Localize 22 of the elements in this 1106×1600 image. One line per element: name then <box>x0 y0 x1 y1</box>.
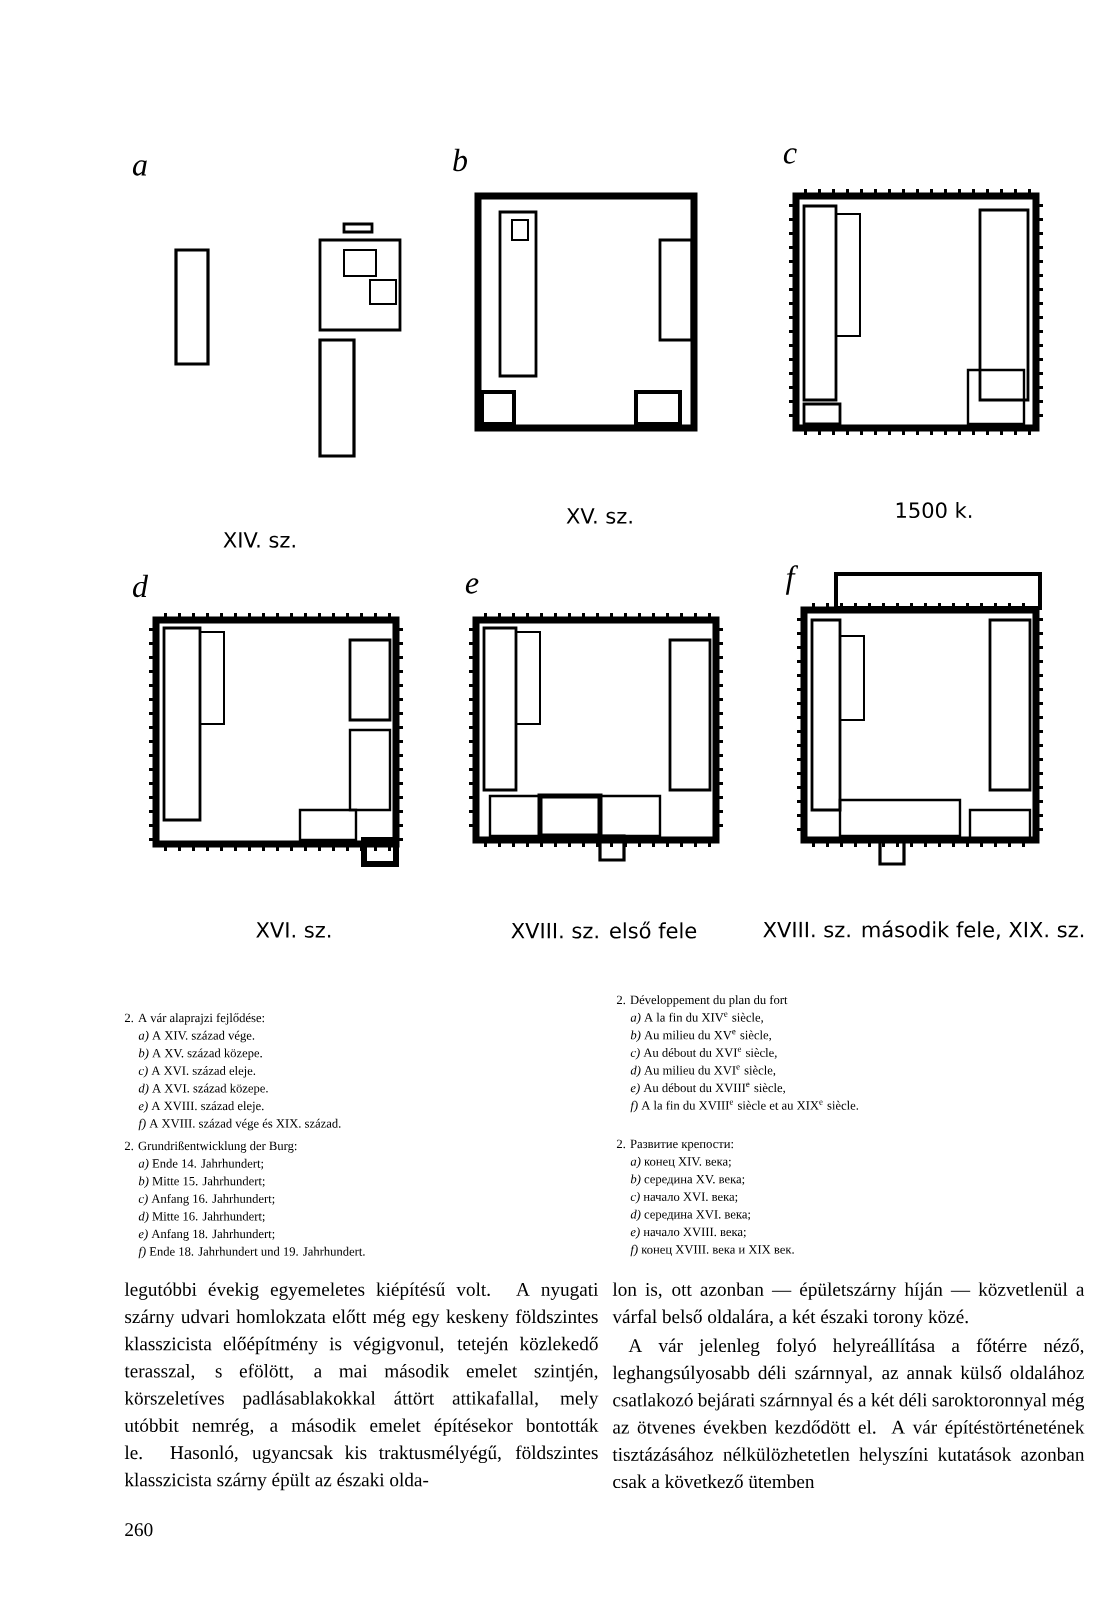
period-label: XVIII. sz. második fele, XIX. sz. <box>763 920 1084 940</box>
period-label: XVI. sz. <box>256 922 331 938</box>
plan-letter: f <box>785 565 799 595</box>
plan-letter: a <box>132 160 147 176</box>
floor-plan-drawing <box>789 189 1043 435</box>
plan-letter: e <box>465 578 479 594</box>
body-paragraph: A vár jelenleg folyó helyreállítása a főtérre néző, leghangsúlyosabb déli szárnnyal, az annak külső oldalához csatlakozó bejárati szárnnyal és a két déli saroktoronnyal még az ötvenes években kezdődött el. A vár építéstörténetének tisztázásához nélkülözhetetlen helyszíni kutatások azonban csak a következő ütemben <box>612 1338 1085 1489</box>
period-label: XV. sz. <box>566 508 632 524</box>
floor-plan-drawing <box>474 192 698 432</box>
period-label: 1500 k. <box>896 501 972 519</box>
plan-letter: b <box>453 148 467 172</box>
floor-plan-drawing <box>149 613 403 867</box>
floor-plan-drawing <box>797 572 1043 866</box>
body-paragraph: legutóbbi évekig egyemeletes kiépítésű volt. A nyugati szárny udvari homlokzata előtt még egy keskeny földszintes klasszicista előépítmény is végigvonul, tetején közlekedő terasszal, s efölött, a mai második emelet szintjén, körszeletíves padlásablakokkal áttört attikafallal, mely utóbbit nemrég, a második emelet építésekor bontották le. Hasonló, ugyancsak kis traktusmélyégű, földszintes klasszicista szárny épült az északi olda- <box>124 1282 599 1491</box>
plan-letter: c <box>783 148 797 164</box>
floor-plan-drawing <box>174 222 402 458</box>
period-label: XVIII. sz. első fele <box>511 921 697 939</box>
period-label: XIV. sz. <box>223 532 295 548</box>
floor-plan-drawing <box>469 613 723 862</box>
plan-letter: d <box>132 574 149 598</box>
page-number: 260 <box>125 1523 153 1537</box>
body-paragraph: lon is, ott azonban — épületszárny híján — közvetlenül a várfal belső oldalára, a két északi torony közé. <box>612 1282 1085 1328</box>
